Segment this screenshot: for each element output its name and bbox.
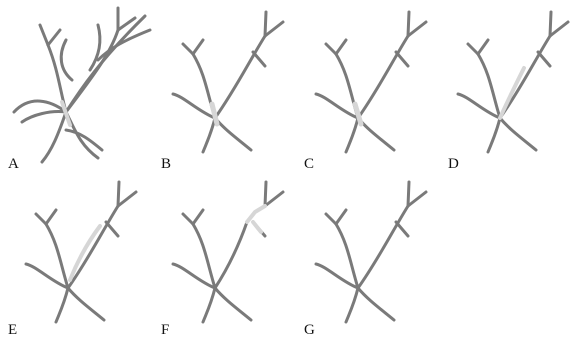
panel-g bbox=[316, 182, 426, 322]
panel-c bbox=[316, 12, 426, 152]
panel-b bbox=[173, 12, 283, 152]
panel-f bbox=[173, 182, 283, 322]
panel-e bbox=[26, 182, 136, 322]
panel-label-a: A bbox=[8, 156, 19, 172]
panel-label-e: E bbox=[8, 322, 17, 338]
panel-label-f: F bbox=[161, 322, 169, 338]
panel-d bbox=[458, 12, 568, 152]
panel-label-g: G bbox=[304, 322, 315, 338]
panel-label-c: C bbox=[304, 156, 314, 172]
panel-label-b: B bbox=[161, 156, 171, 172]
panel-a bbox=[14, 8, 150, 162]
panel-label-d: D bbox=[448, 156, 459, 172]
